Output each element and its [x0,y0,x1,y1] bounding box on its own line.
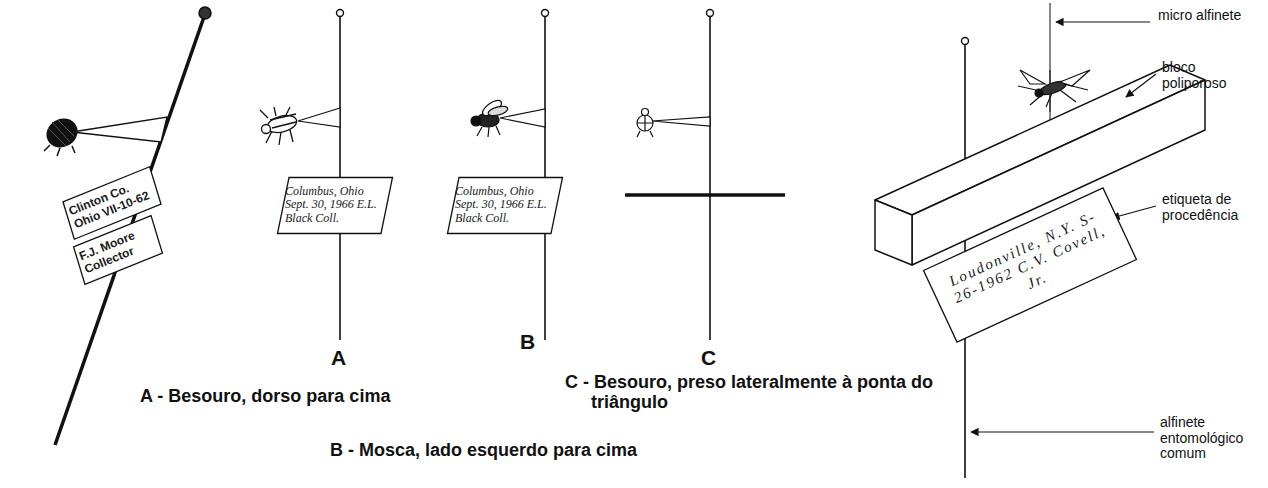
label-card [448,177,563,233]
figure-letter: A [331,346,346,370]
micro-insect [1018,70,1090,112]
figure-caption: B - Mosca, lado esquerdo para cima [330,440,637,460]
specimen-label: Columbus, Ohio Sept. 30, 1966 E.L. Black… [447,177,563,234]
specimen-label: Columbus, Ohio Sept. 30, 1966 E.L. Black… [277,177,393,234]
beetle-dorsal [260,107,299,145]
part-label: etiqueta de procedência [1162,192,1262,223]
small-beetle [637,109,653,138]
label-text: Columbus, Ohio Sept. 30, 1966 E.L. Black… [285,185,385,226]
figure-letter: C [701,346,716,370]
pin-a [337,10,344,341]
slanted-pin [55,7,211,445]
fly [471,98,509,137]
black-beetle [41,113,83,156]
pin-c [625,10,785,341]
label-card [70,216,165,285]
figure-caption: A - Besouro, dorso para cima [140,386,390,406]
part-label: bloco poliporoso [1162,60,1262,91]
micro-pin [1050,3,1051,125]
label-card [924,188,1137,343]
point-triangle [72,117,167,142]
pin-b [542,10,549,341]
part-label: micro alfinete [1158,8,1258,24]
label-text: Columbus, Ohio Sept. 30, 1966 E.L. Black… [455,185,555,226]
specimen-label: Loudonville, N.Y. S-26-1962 C.V. Covell,… [923,187,1136,342]
label-card [278,177,393,233]
figure-caption: C - Besouro, preso lateralmente à ponta … [565,372,971,412]
part-label: alfinete entomológico comum [1160,415,1264,462]
point-triangle [652,117,710,126]
point-triangle [298,108,340,127]
figure-letter: B [520,330,535,354]
